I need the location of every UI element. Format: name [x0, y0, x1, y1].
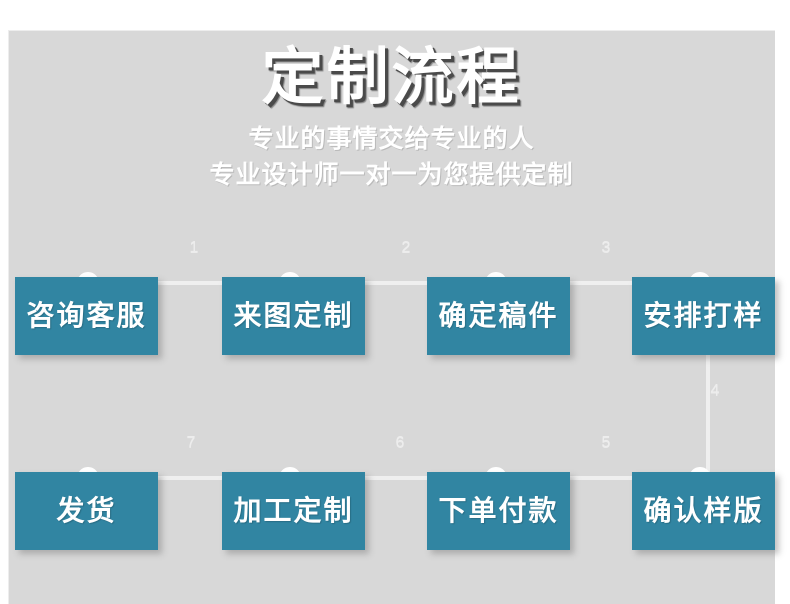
flow-step-label-3: 确定稿件: [438, 300, 559, 331]
flow-step-box-3[interactable]: 确定稿件: [427, 277, 570, 355]
flow-step-label-8: 发货: [56, 495, 117, 526]
flow-step-label-5: 确认样版: [643, 495, 764, 526]
flow-step-label-4: 安排打样: [643, 300, 764, 331]
step-number-4: 4: [710, 382, 720, 399]
flow-step-label-1: 咨询客服: [26, 300, 147, 331]
step-number-7: 7: [186, 434, 196, 451]
flow-step-box-6[interactable]: 下单付款: [427, 472, 570, 550]
flow-step-label-6: 下单付款: [438, 495, 559, 526]
flow-step-box-8[interactable]: 发货: [15, 472, 158, 550]
flow-step-box-4[interactable]: 安排打样: [632, 277, 775, 355]
connector-rail-top: [96, 281, 708, 285]
flow-step-label-7: 加工定制: [233, 495, 354, 526]
subtitle-primary: 专业的事情交给专业的人: [248, 125, 535, 153]
flow-step-box-1[interactable]: 咨询客服: [15, 277, 158, 355]
poster-panel: 定制流程 专业的事情交给专业的人 专业设计师一对一为您提供定制 1 2 3 4 …: [8, 30, 775, 604]
flow-step-box-7[interactable]: 加工定制: [222, 472, 365, 550]
flow-step-label-2: 来图定制: [233, 300, 354, 331]
flow-step-box-2[interactable]: 来图定制: [222, 277, 365, 355]
step-number-2: 2: [401, 239, 411, 256]
step-number-6: 6: [395, 434, 405, 451]
subtitle-secondary: 专业设计师一对一为您提供定制: [209, 161, 574, 189]
flow-step-box-5[interactable]: 确认样版: [632, 472, 775, 550]
step-number-3: 3: [601, 239, 611, 256]
step-number-5: 5: [601, 434, 611, 451]
connector-rail-bottom: [96, 476, 708, 480]
connector-rail-right: [706, 281, 710, 480]
page-title: 定制流程: [261, 43, 522, 112]
heading-block: 定制流程 专业的事情交给专业的人 专业设计师一对一为您提供定制: [8, 42, 775, 192]
step-number-1: 1: [189, 239, 199, 256]
